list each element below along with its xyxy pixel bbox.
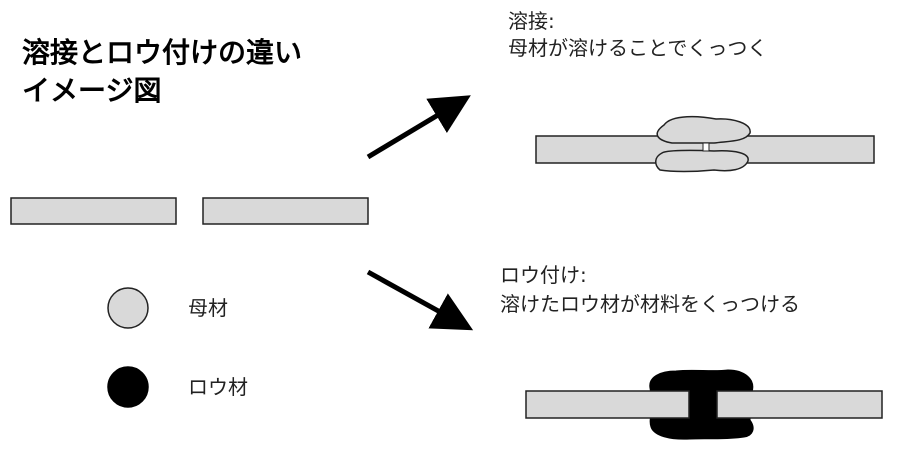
base-plate-left <box>10 197 177 225</box>
weld-bead-bottom <box>655 149 749 173</box>
brazing-filler <box>649 369 754 440</box>
brazing-description: 溶けたロウ材が材料をくっつける <box>500 292 800 316</box>
base-plate-right <box>202 197 369 225</box>
brazing-label: ロウ付け: <box>500 263 587 287</box>
weld-gap <box>702 142 710 152</box>
legend-brazing-material-swatch <box>107 366 149 408</box>
legend-brazing-material-label: ロウ材 <box>188 375 248 399</box>
brazed-plate-right <box>716 390 883 419</box>
legend-base-material-label: 母材 <box>188 296 228 320</box>
welding-label: 溶接: <box>508 9 555 33</box>
title-line-1: 溶接とロウ付けの違い <box>22 36 302 69</box>
title-line-2: イメージ図 <box>22 74 161 107</box>
brazing-illustration <box>525 369 883 440</box>
arrow-to-welding <box>366 95 471 160</box>
weld-bead-top <box>656 115 751 144</box>
arrow-to-brazing <box>366 269 474 331</box>
welding-illustration <box>535 115 875 173</box>
welding-description: 母材が溶けることでくっつく <box>508 36 767 60</box>
brazed-plate-left <box>525 390 690 419</box>
legend-base-material-swatch <box>107 287 149 329</box>
